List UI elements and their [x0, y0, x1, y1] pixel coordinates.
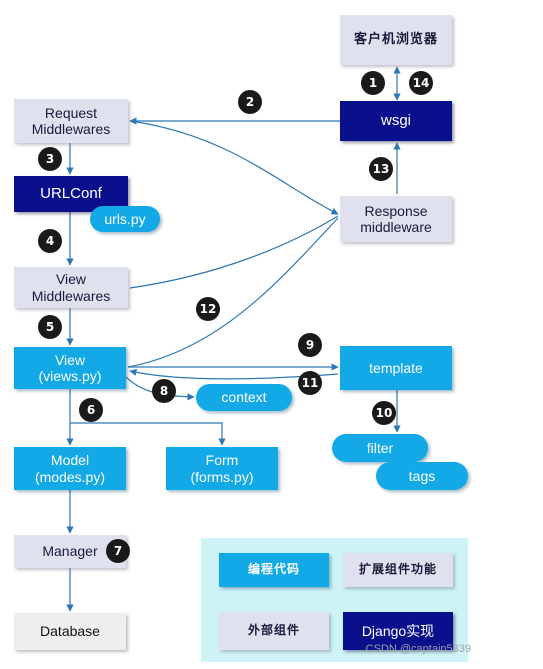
request-middlewares-node: Request Middlewares [14, 99, 128, 143]
client-browser-node: 客户机浏览器 [340, 15, 452, 65]
urlconf-node: URLConf [14, 176, 128, 212]
step-badge-9: 9 [298, 333, 322, 357]
legend-django-swatch: Django实现 [343, 612, 453, 650]
step-badge-8: 8 [152, 379, 176, 403]
arrow-view-to-form [70, 422, 226, 446]
urls-py-node: urls.py [90, 206, 160, 232]
form-node: Form (forms.py) [166, 447, 278, 490]
step-badge-10: 10 [372, 401, 396, 425]
template-node: template [340, 346, 452, 390]
context-node: context [196, 384, 292, 411]
wsgi-node: wsgi [340, 101, 452, 141]
legend-external-swatch: 外部组件 [219, 612, 329, 650]
database-node: Database [14, 613, 126, 650]
step-badge-3: 3 [38, 147, 62, 171]
step-badge-2: 2 [238, 90, 262, 114]
step-badge-13: 13 [369, 157, 393, 181]
response-middleware-node: Response middleware [340, 196, 452, 242]
step-badge-7: 7 [106, 539, 130, 563]
curve-view-to-response [127, 217, 339, 368]
step-badge-1: 1 [361, 71, 385, 95]
filter-node: filter [332, 434, 428, 462]
step-badge-5: 5 [38, 315, 62, 339]
legend-extension-swatch: 扩展组件功能 [343, 553, 453, 587]
curve-view-mw-to-response [129, 215, 339, 289]
legend-panel: 编程代码 扩展组件功能 外部组件 Django实现 [201, 538, 468, 662]
step-badge-11: 11 [298, 371, 322, 395]
legend-code-swatch: 编程代码 [219, 553, 329, 587]
view-middlewares-node: View Middlewares [14, 267, 128, 308]
view-node: View (views.py) [14, 347, 126, 389]
curve-request-mw-to-response [129, 120, 339, 215]
watermark: CSDN @captain5339 [365, 643, 471, 655]
step-badge-12: 12 [196, 297, 220, 321]
tags-node: tags [376, 462, 468, 490]
step-badge-6: 6 [79, 398, 103, 422]
model-node: Model (modes.py) [14, 447, 126, 490]
step-badge-4: 4 [38, 229, 62, 253]
step-badge-14: 14 [409, 71, 433, 95]
